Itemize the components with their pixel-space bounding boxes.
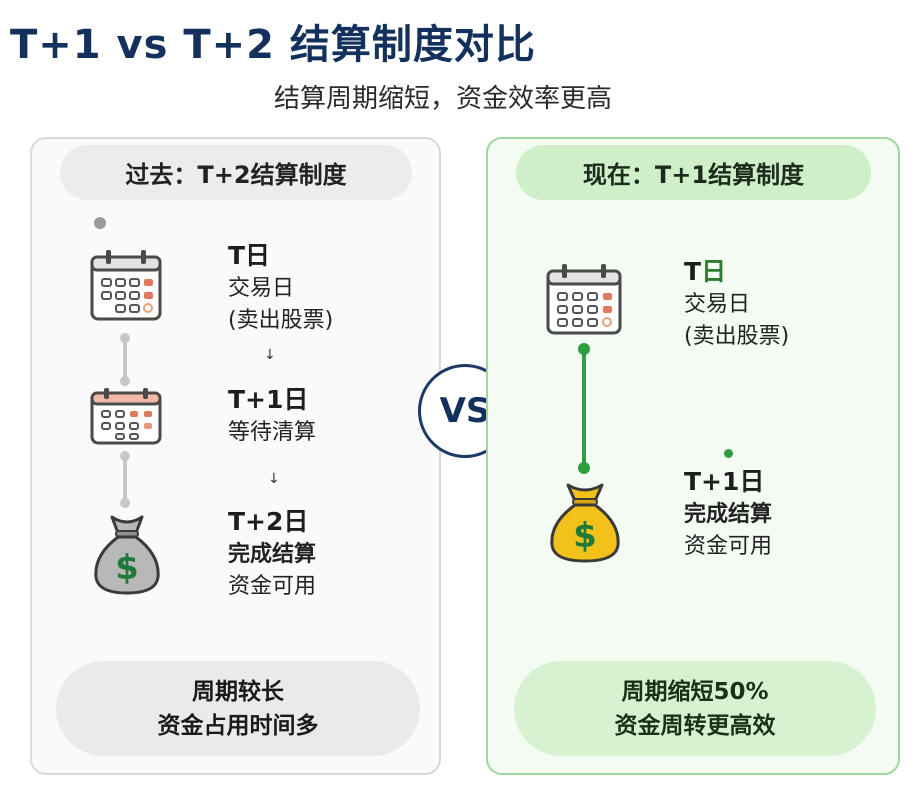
money-bag-icon: $ — [550, 483, 620, 563]
left-step-t2: T+2日 完成结算 资金可用 — [228, 507, 317, 599]
svg-text:$: $ — [573, 516, 597, 556]
down-arrow: ↓ — [268, 471, 280, 487]
connector-line — [120, 451, 130, 508]
svg-text:$: $ — [115, 548, 139, 588]
left-panel: 过去：T+2结算制度 — [30, 137, 441, 775]
left-panel-header: 过去：T+2结算制度 — [60, 145, 412, 200]
down-arrow: ↓ — [264, 347, 276, 363]
page-title: T+1 vs T+2 结算制度对比 — [10, 22, 536, 68]
left-step-t1: T+1日 等待清算 — [228, 385, 317, 445]
decorative-dot — [724, 449, 733, 458]
right-panel-footer: 周期缩短50% 资金周转更高效 — [514, 661, 876, 756]
right-panel: 现在：T+1结算制度 $ T日 交易日 (卖出股票) — [486, 137, 900, 775]
money-bag-icon: $ — [94, 515, 160, 595]
connector-line — [578, 343, 590, 474]
decorative-dot — [94, 217, 106, 229]
left-panel-footer: 周期较长 资金占用时间多 — [56, 661, 420, 756]
right-panel-header: 现在：T+1结算制度 — [516, 145, 871, 200]
connector-line — [120, 333, 130, 386]
calendar-icon — [90, 250, 162, 321]
right-step-t1: T+1日 完成结算 资金可用 — [684, 467, 773, 559]
calendar-icon — [90, 388, 162, 445]
page-subtitle: 结算周期缩短，资金效率更高 — [274, 84, 613, 114]
left-step-t: T日 交易日 (卖出股票) — [228, 241, 334, 333]
right-step-t: T日 交易日 (卖出股票) — [684, 257, 790, 349]
calendar-icon — [546, 264, 622, 335]
